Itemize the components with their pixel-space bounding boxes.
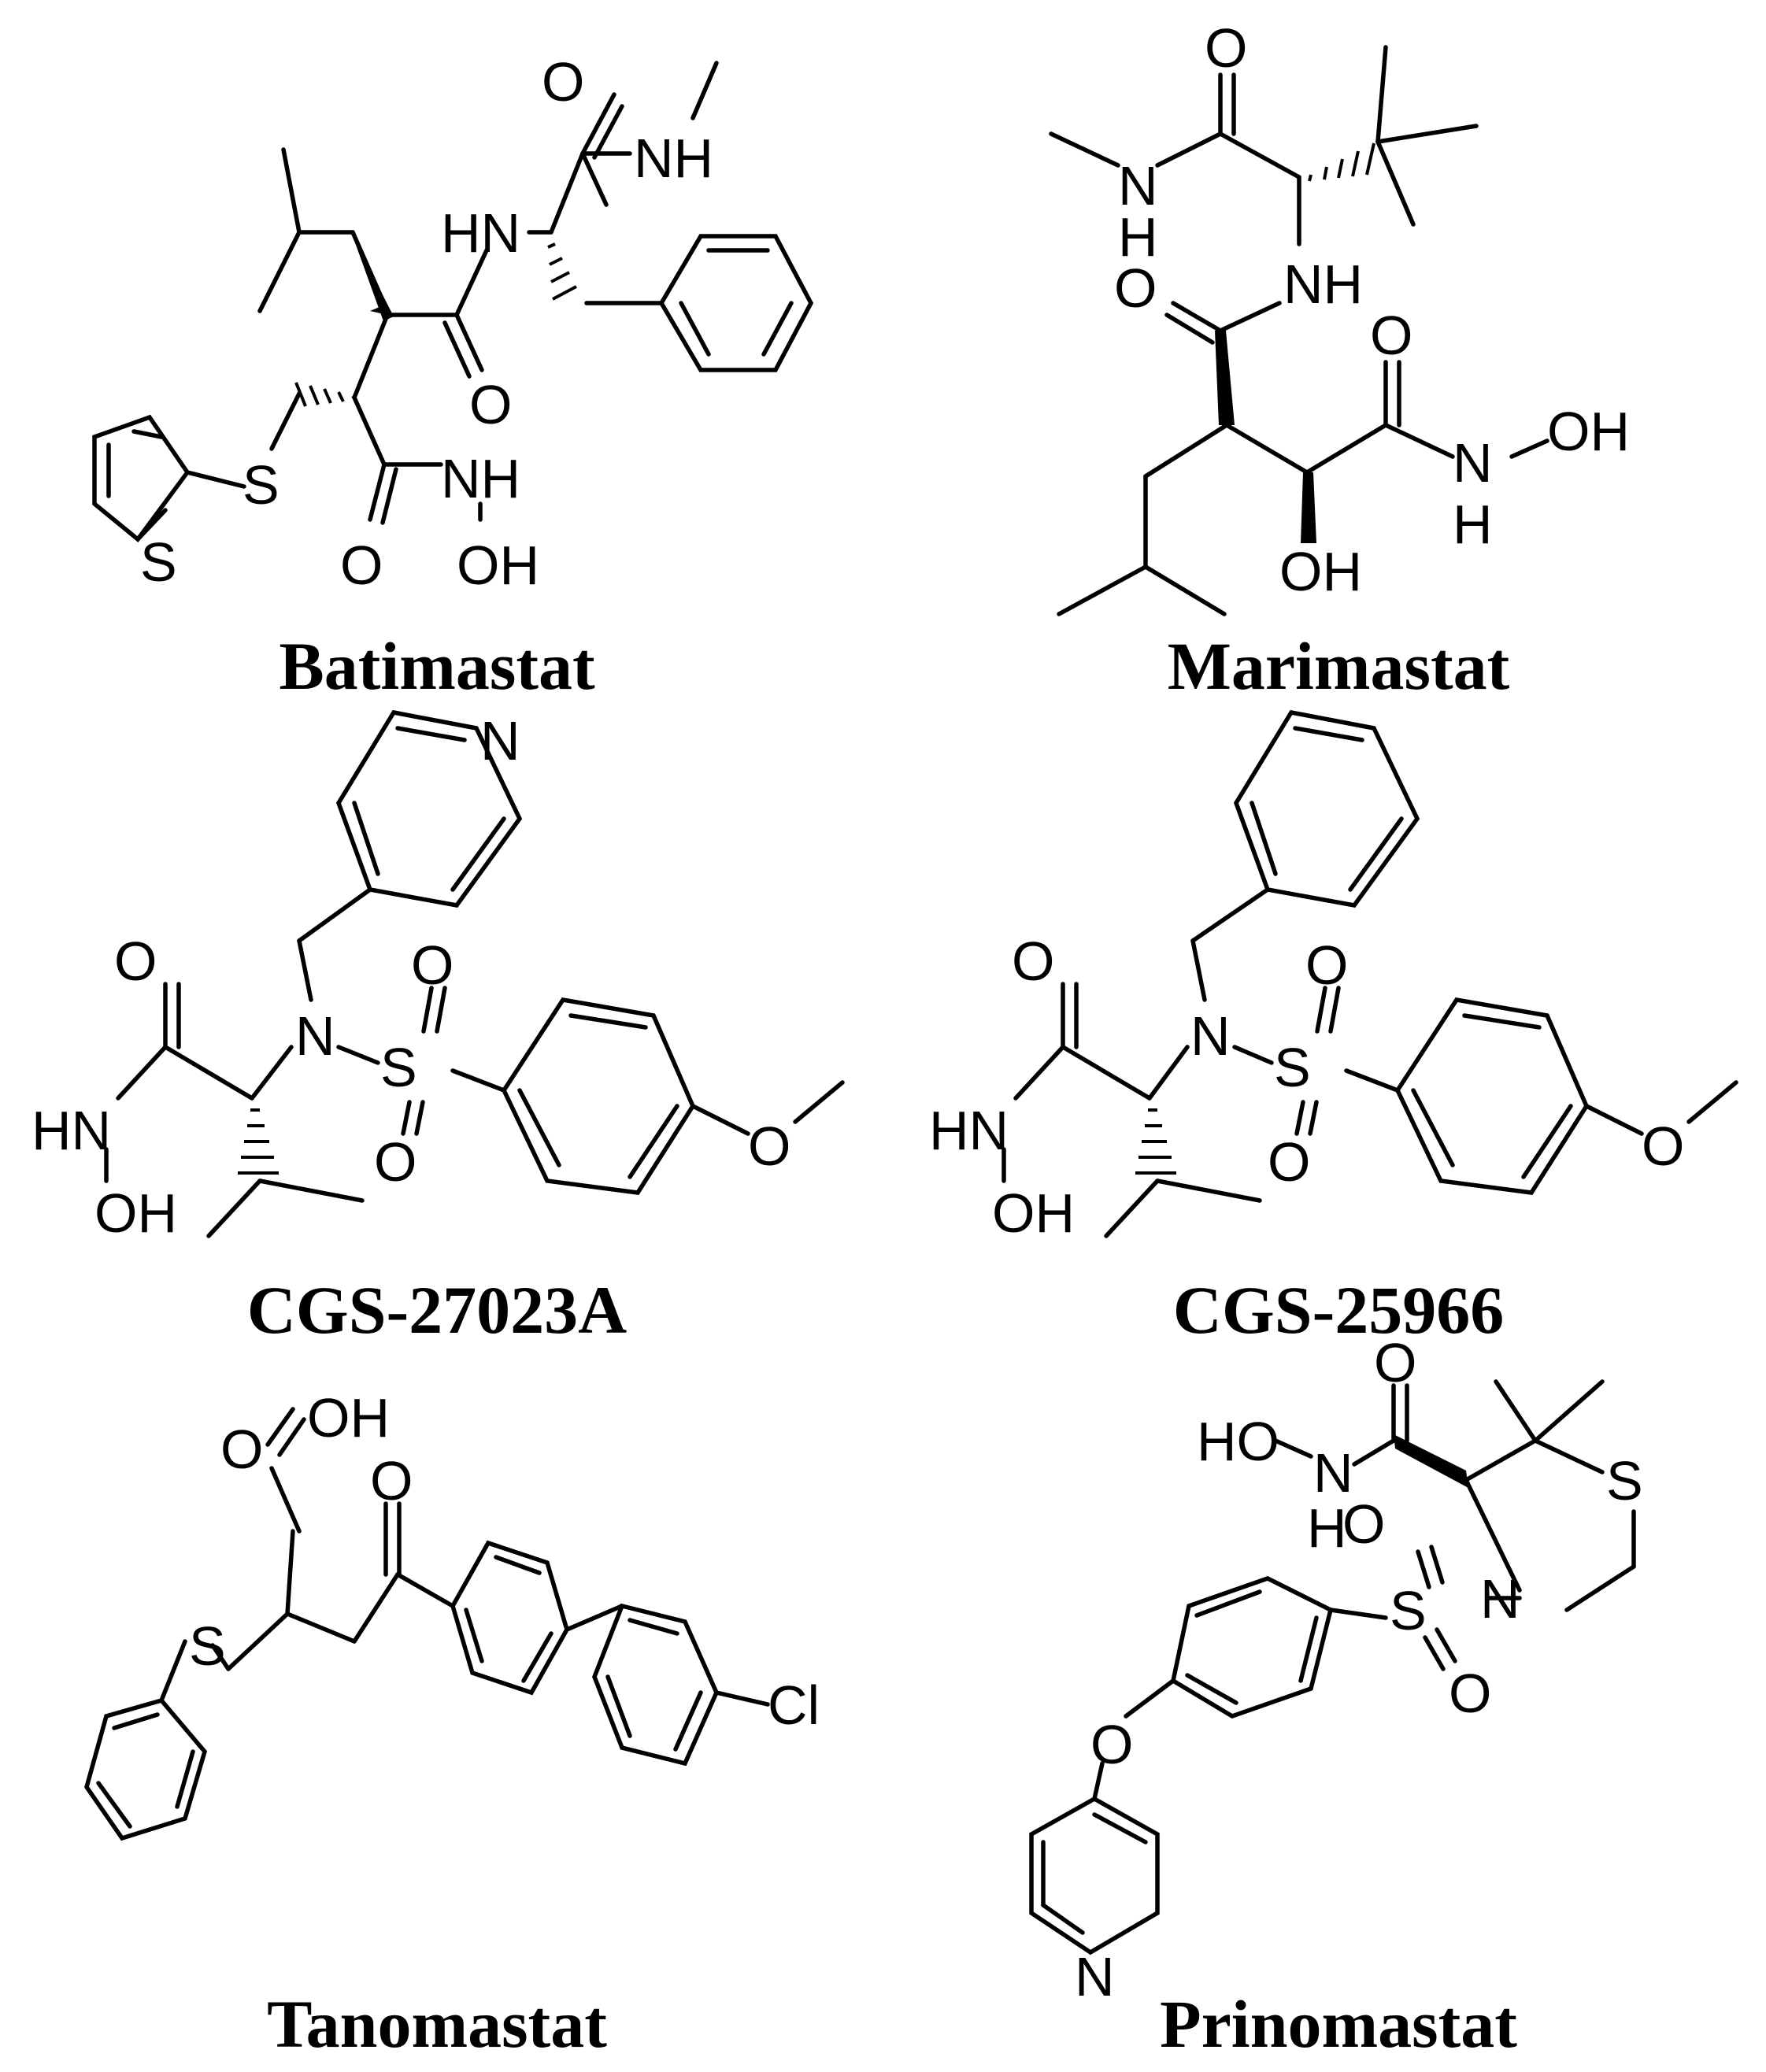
batimastat-atom-oh: OH <box>457 535 539 596</box>
marimastat-atom-oh2: OH <box>1279 541 1362 602</box>
prinomastat-atom-o-sulfonyl2: O <box>1449 1663 1491 1724</box>
batimastat-atom-nh1: NH <box>634 128 713 189</box>
batimastat-atom-hn: HN <box>441 202 520 264</box>
caption-cgs-27023a: CGS-27023A <box>247 1272 628 1348</box>
caption-tanomastat: Tanomastat <box>267 1986 607 2062</box>
prinomastat-atom-ho: HO <box>1197 1411 1279 1472</box>
tanomastat-atom-oh: OH <box>307 1387 390 1449</box>
batimastat-atom-o1: O <box>542 51 584 113</box>
marimastat-atom-n1: N <box>1118 155 1158 216</box>
marimastat-atom-h1: H <box>1118 206 1158 268</box>
marimastat-atom-nh: NH <box>1283 253 1363 315</box>
tanomastat-atom-cl: Cl <box>768 1674 820 1736</box>
batimastat-atom-o2: O <box>469 374 512 435</box>
tanomastat-atom-o1: O <box>220 1419 263 1480</box>
prinomastat-atom-s-sulfonyl: S <box>1390 1580 1427 1641</box>
batimastat-atom-o3: O <box>340 535 383 596</box>
prinomastat-atom-h: H <box>1307 1497 1347 1559</box>
cgs25966-atom-n: N <box>1190 1005 1231 1067</box>
structure-batimastat: O NH HN O S S O NH OH Batimastat <box>92 51 814 704</box>
prinomastat-atom-o-sulfonyl1: O <box>1342 1493 1385 1555</box>
cgs27023a-atom-o-sulfonyl2: O <box>374 1131 417 1193</box>
cgs25966-atom-o-sulfonyl1: O <box>1305 934 1348 996</box>
cgs25966-atom-oh: OH <box>992 1182 1075 1244</box>
batimastat-atom-nh2: NH <box>441 448 520 509</box>
cgs27023a-atom-o-carbonyl: O <box>114 931 157 992</box>
marimastat-atom-o1: O <box>1205 17 1247 79</box>
caption-batimastat: Batimastat <box>279 628 595 704</box>
cgs27023a-atom-n-pyridine: N <box>480 710 520 771</box>
tanomastat-atom-o2: O <box>370 1450 413 1511</box>
caption-prinomastat: Prinomastat <box>1160 1986 1517 2062</box>
structure-cgs-27023a: N O N S O O HN OH O CGS-27023A <box>31 709 845 1348</box>
batimastat-atom-s1: S <box>243 454 280 516</box>
marimastat-atom-o2: O <box>1114 257 1157 319</box>
batimastat-atom-s2: S <box>140 531 177 593</box>
cgs25966-atom-hn: HN <box>929 1100 1009 1161</box>
structure-marimastat: O N H NH O O N OH H OH Marimastat <box>1049 17 1630 704</box>
prinomastat-atom-n-ring: N <box>1480 1568 1520 1630</box>
cgs27023a-atom-n: N <box>295 1005 335 1067</box>
caption-cgs-25966: CGS-25966 <box>1173 1272 1504 1348</box>
cgs27023a-atom-o-sulfonyl1: O <box>411 934 454 996</box>
structure-tanomastat: O OH O S Cl Tanomastat <box>84 1387 820 2062</box>
marimastat-atom-n2: N <box>1453 432 1493 494</box>
prinomastat-atom-n-hydroxamate: N <box>1313 1442 1353 1504</box>
prinomastat-atom-n-pyridine: N <box>1075 1946 1115 2007</box>
cgs27023a-atom-o-methoxy: O <box>748 1116 790 1177</box>
cgs25966-atom-s: S <box>1274 1037 1311 1098</box>
prinomastat-atom-s-ring: S <box>1606 1450 1643 1511</box>
cgs25966-atom-o-carbonyl: O <box>1012 931 1054 992</box>
cgs25966-atom-o-methoxy: O <box>1642 1116 1684 1177</box>
prinomastat-atom-o-ether: O <box>1090 1714 1133 1775</box>
structure-prinomastat: HO O N H S O S N O O N Prinomastat <box>1029 1332 1643 2062</box>
cgs25966-atom-o-sulfonyl2: O <box>1268 1131 1310 1193</box>
prinomastat-atom-o-carbonyl: O <box>1374 1332 1416 1393</box>
caption-marimastat: Marimastat <box>1168 628 1510 704</box>
tanomastat-atom-s: S <box>189 1615 226 1677</box>
cgs27023a-atom-hn: HN <box>31 1100 111 1161</box>
cgs27023a-atom-s: S <box>380 1037 417 1098</box>
marimastat-atom-o3: O <box>1370 305 1412 366</box>
marimastat-atom-h2: H <box>1453 494 1493 555</box>
cgs27023a-atom-oh: OH <box>94 1182 177 1244</box>
structure-cgs-25966: O N S O O HN OH O CGS-25966 <box>929 709 1738 1348</box>
marimastat-atom-oh1: OH <box>1547 401 1630 462</box>
